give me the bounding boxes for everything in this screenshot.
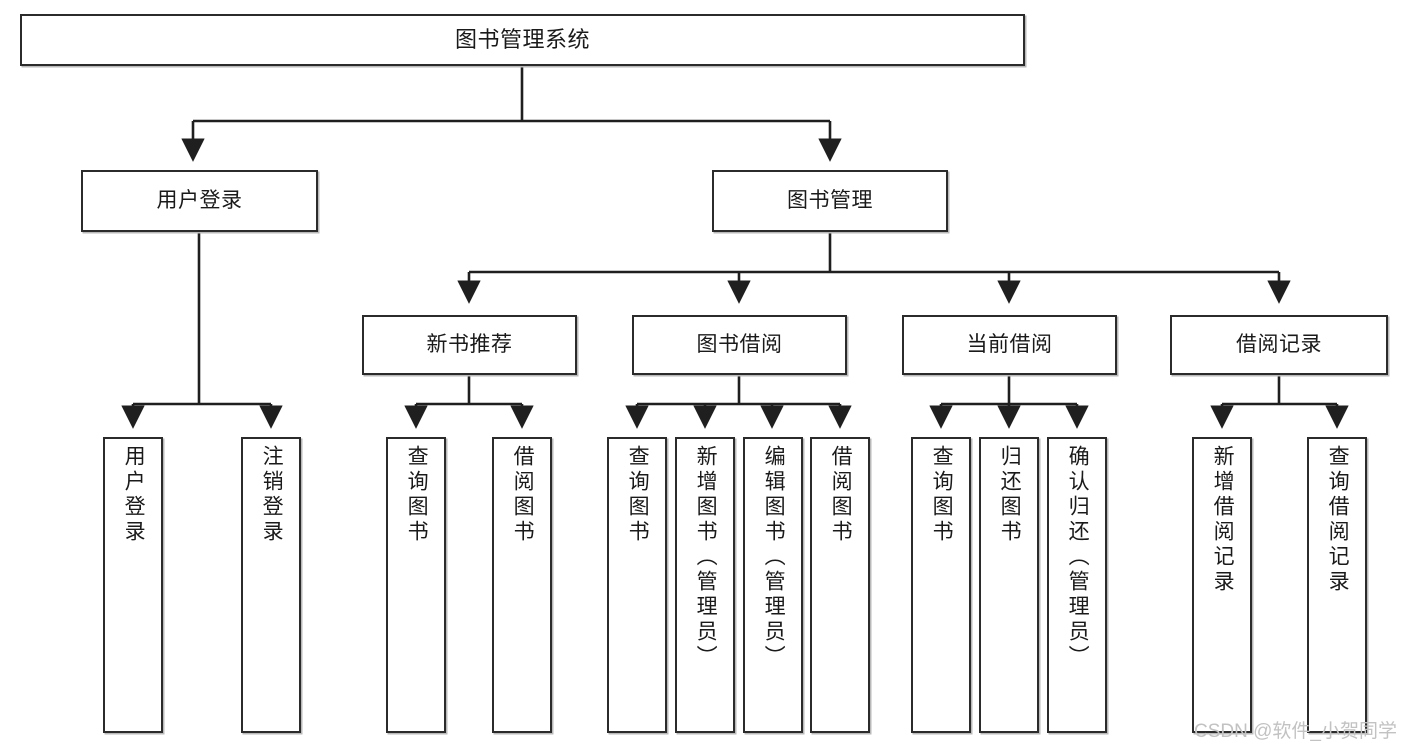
node-borrow-record[interactable]: 借阅记录 — [1170, 315, 1388, 375]
leaf-user-login[interactable]: 用户登录 — [103, 437, 163, 733]
node-label: 借阅图书 — [829, 445, 853, 545]
leaf-user-logout[interactable]: 注销登录 — [241, 437, 301, 733]
node-label: 图书管理 — [787, 189, 873, 213]
node-book-management[interactable]: 图书管理 — [712, 170, 948, 232]
node-label: 确认归还（管理员） — [1066, 445, 1090, 670]
node-root-book-management-system[interactable]: 图书管理系统 — [20, 14, 1025, 66]
leaf-borrow-book[interactable]: 借阅图书 — [810, 437, 870, 733]
node-label: 新增图书（管理员） — [694, 445, 718, 670]
leaf-query-book-borrow[interactable]: 查询图书 — [607, 437, 667, 733]
node-user-login[interactable]: 用户登录 — [81, 170, 318, 232]
node-label: 新书推荐 — [426, 333, 513, 357]
leaf-query-borrow-record[interactable]: 查询借阅记录 — [1307, 437, 1367, 733]
node-label: 查询图书 — [930, 445, 954, 545]
node-label: 借阅图书 — [511, 445, 535, 545]
leaf-confirm-return-admin[interactable]: 确认归还（管理员） — [1047, 437, 1107, 733]
node-current-borrow[interactable]: 当前借阅 — [902, 315, 1117, 375]
leaf-add-book-admin[interactable]: 新增图书（管理员） — [675, 437, 735, 733]
node-label: 当前借阅 — [966, 333, 1053, 357]
leaf-query-book-recommendation[interactable]: 查询图书 — [386, 437, 446, 733]
node-book-borrow[interactable]: 图书借阅 — [632, 315, 847, 375]
leaf-add-borrow-record[interactable]: 新增借阅记录 — [1192, 437, 1252, 733]
node-label: 编辑图书（管理员） — [762, 445, 786, 670]
node-label: 图书借阅 — [696, 333, 783, 357]
node-label: 借阅记录 — [1236, 333, 1322, 357]
node-label: 查询借阅记录 — [1326, 445, 1350, 595]
leaf-edit-book-admin[interactable]: 编辑图书（管理员） — [743, 437, 803, 733]
node-new-book-recommendation[interactable]: 新书推荐 — [362, 315, 577, 375]
node-label: 用户登录 — [122, 445, 146, 545]
node-label: 查询图书 — [405, 445, 429, 545]
node-label: 用户登录 — [156, 189, 243, 213]
node-label: 归还图书 — [998, 445, 1022, 545]
node-label: 注销登录 — [260, 445, 284, 545]
node-label: 图书管理系统 — [454, 26, 590, 52]
node-label: 新增借阅记录 — [1211, 445, 1235, 595]
leaf-borrow-book-recommendation[interactable]: 借阅图书 — [492, 437, 552, 733]
leaf-return-book[interactable]: 归还图书 — [979, 437, 1039, 733]
node-label: 查询图书 — [626, 445, 650, 545]
leaf-query-book-current[interactable]: 查询图书 — [911, 437, 971, 733]
